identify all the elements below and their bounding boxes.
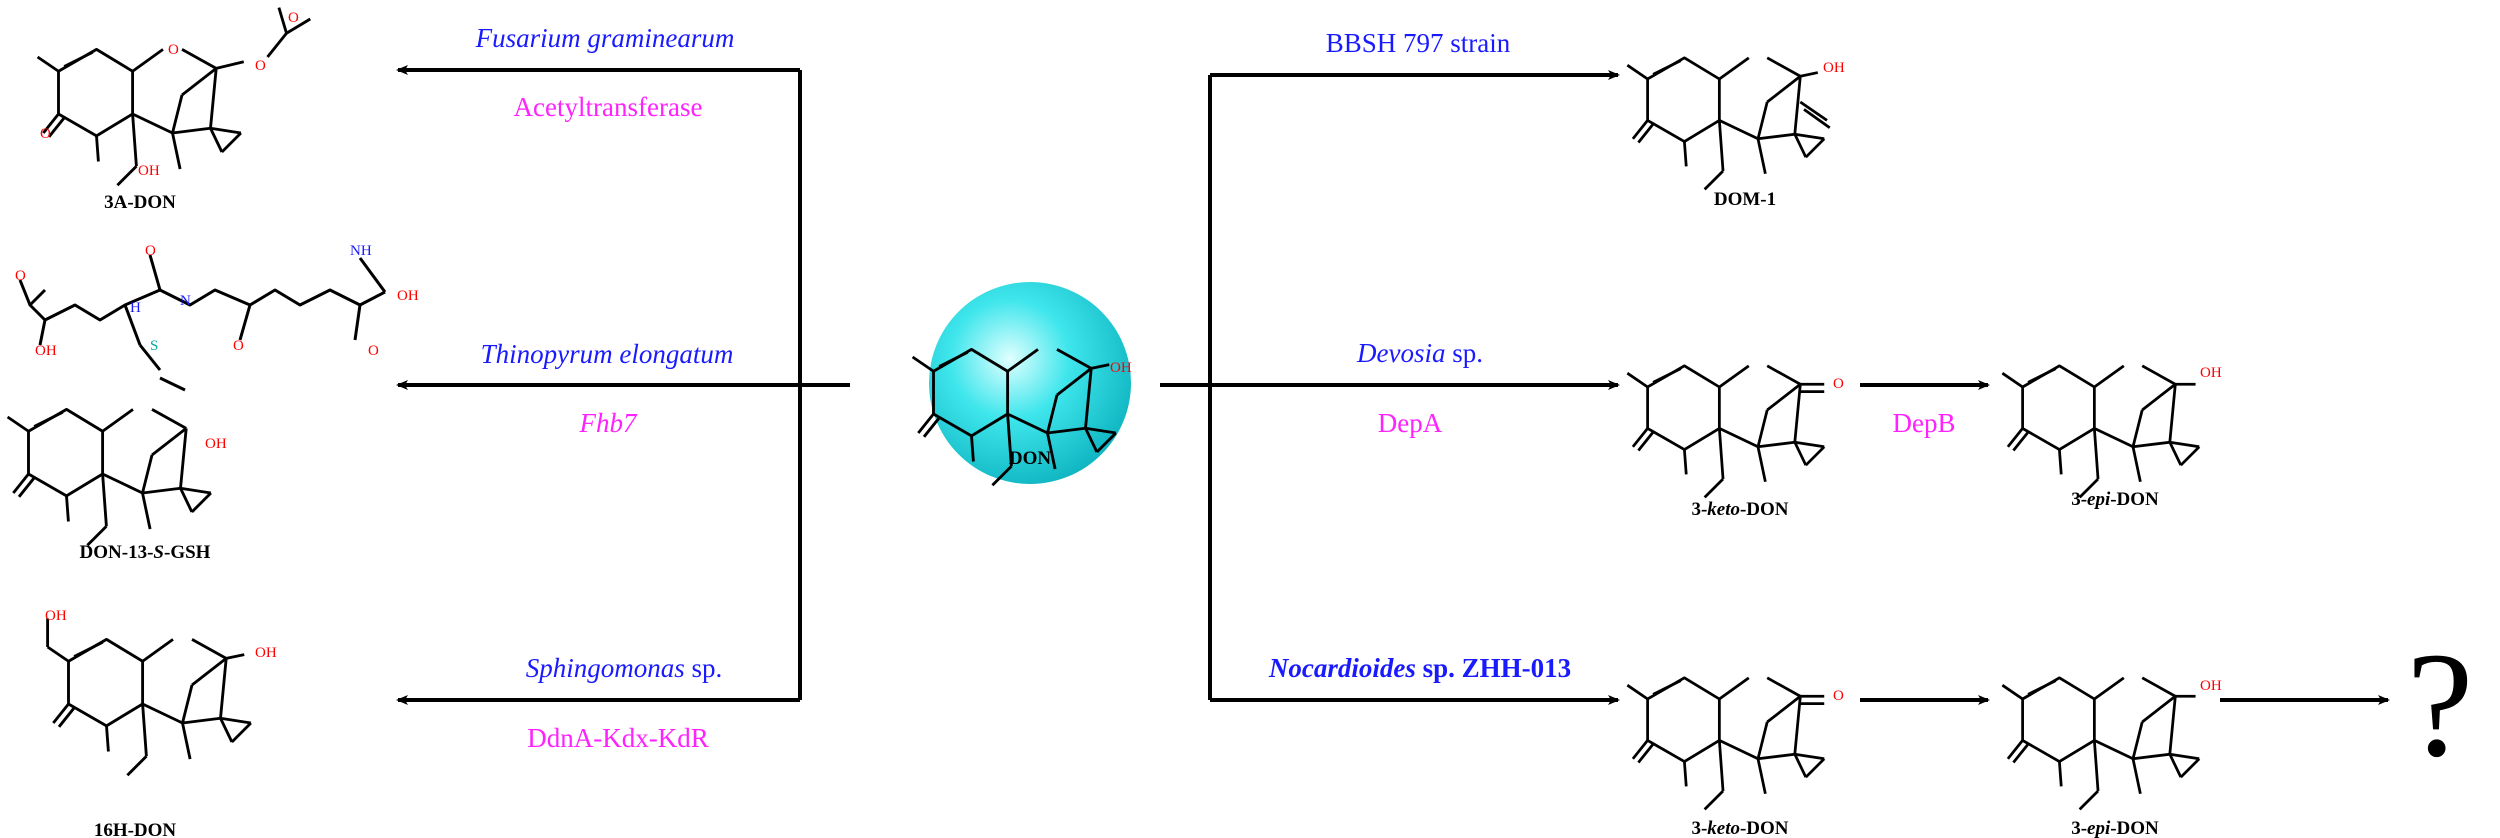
structure-3-keto-don-b — [1625, 676, 1826, 811]
label-don-gsh: DON-13-S-GSH — [80, 542, 211, 563]
organism-bbsh797: BBSH 797 strain — [1326, 28, 1511, 58]
label-3-keto-don-b: 3-keto-DON — [1691, 818, 1788, 838]
structure-3-keto-don — [1625, 364, 1826, 499]
enzyme-depa: DepA — [1378, 408, 1443, 438]
gsh-o-3: O — [15, 268, 26, 284]
organism-devosia: Devosia sp. — [1356, 338, 1483, 368]
label-3a-don: 3A-DON — [104, 192, 176, 213]
structure-dom-1 — [1625, 56, 1831, 191]
acetyl-carbonyl-o: O — [288, 10, 299, 26]
left-branch-lines — [396, 65, 850, 705]
unknown-product-mark: ? — [2407, 622, 2474, 788]
gsh-s: S — [150, 338, 158, 354]
label-16h-don: 16H-DON — [94, 820, 177, 838]
gsh-o-acid: O — [368, 343, 379, 359]
structure-3a-don — [36, 7, 311, 187]
structure-3-epi-don-b — [2000, 676, 2201, 811]
gsh-o-1: O — [145, 243, 156, 259]
ketone-o-3a: O — [40, 126, 51, 142]
don-oh-label: OH — [1110, 360, 1132, 376]
enzyme-acetyltransferase: Acetyltransferase — [514, 92, 703, 122]
gsh-n-1: N — [180, 293, 191, 309]
don-sphere-group: OH DON — [911, 282, 1132, 487]
structure-don-gsh — [6, 254, 387, 547]
organism-sphingomonas: Sphingomonas sp. — [526, 653, 723, 683]
label-3-epi-don-b: 3-epi-DON — [2071, 818, 2159, 838]
don-structure — [911, 347, 1118, 487]
label-3-epi-don: 3-epi-DON — [2071, 489, 2159, 510]
gsh-nh2: NH — [350, 243, 372, 259]
gsh-oh-ring: OH — [205, 436, 227, 452]
don-label: DON — [1009, 448, 1052, 469]
gsh-o-2: O — [233, 338, 244, 354]
oh-dom1: OH — [1823, 60, 1845, 76]
ring-o-3a: O — [168, 42, 179, 58]
keto-o: O — [1833, 376, 1844, 392]
oh-16h-ring: OH — [255, 645, 277, 661]
enzyme-ddna-kdx-kdr: DdnA-Kdx-KdR — [527, 723, 709, 753]
organism-nocardioides: Nocardioides sp. ZHH-013 — [1268, 653, 1571, 683]
structure-3-epi-don — [2000, 364, 2201, 499]
oh-3a: OH — [138, 163, 160, 179]
structure-16h-don — [46, 618, 253, 777]
don-sphere — [929, 282, 1131, 484]
right-branch-lines — [1160, 70, 2390, 705]
oh-epi: OH — [2200, 365, 2222, 381]
oh-epi-b: OH — [2200, 678, 2222, 694]
gsh-oh-gly: OH — [35, 343, 57, 359]
gsh-oh-acid: OH — [397, 288, 419, 304]
organism-thinopyrum: Thinopyrum elongatum — [481, 339, 734, 369]
label-3-keto-don: 3-keto-DON — [1691, 499, 1788, 520]
enzyme-fhb7: Fhb7 — [579, 408, 638, 438]
gsh-nh: H — [130, 300, 141, 316]
oh-16h: OH — [45, 608, 67, 624]
acetyl-o: O — [255, 58, 266, 74]
keto-o-b: O — [1833, 688, 1844, 704]
label-dom-1: DOM-1 — [1714, 189, 1776, 210]
organism-fusarium: Fusarium graminearum — [475, 23, 735, 53]
enzyme-depb: DepB — [1893, 408, 1956, 438]
